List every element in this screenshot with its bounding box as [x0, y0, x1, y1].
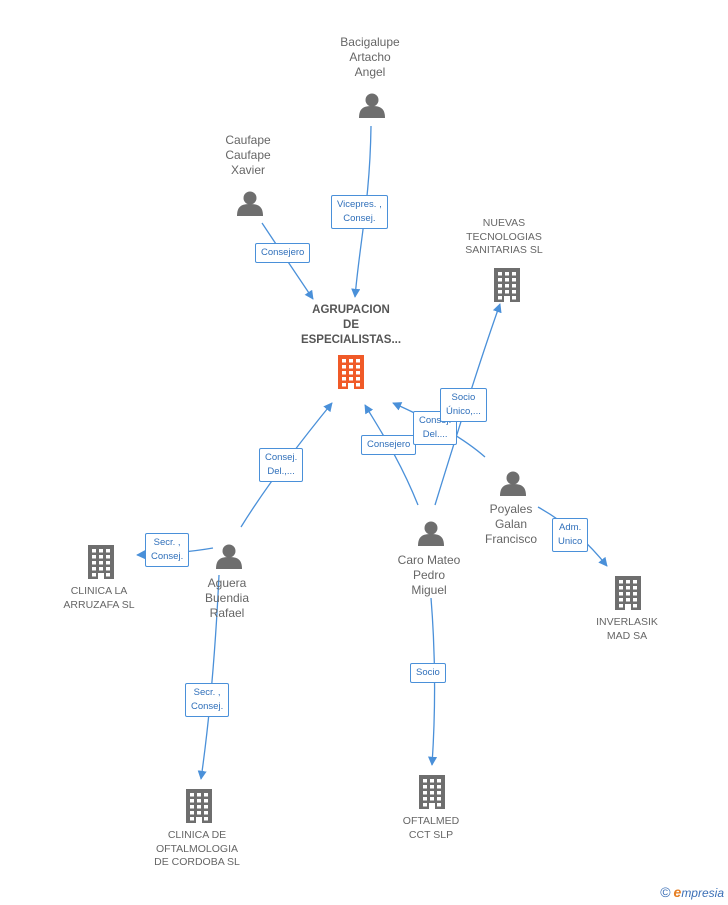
name-line: DE [343, 319, 359, 331]
edge-label-line: Consej. [343, 213, 376, 224]
edge-label-line: Consejero [367, 439, 411, 450]
edge-label-line: Del.... [422, 429, 448, 440]
name-line: CLINICA DE [167, 829, 227, 841]
name-line: Angel [354, 65, 386, 79]
name-line: OFTALMOLOGIA [155, 842, 239, 855]
edge-label-line: Consej. [151, 551, 184, 562]
name-line: CLINICA LA [70, 585, 128, 597]
edge-label[interactable]: Secr. , Consej. [185, 683, 230, 717]
edge-label[interactable]: Consej. Del.... [413, 411, 458, 445]
edge-label-line: Consejero [261, 247, 305, 258]
name-line: Caro Mateo [397, 553, 461, 567]
name-line: TECNOLOGIAS [466, 230, 542, 243]
person-icon[interactable] [418, 521, 444, 547]
brand-initial: e [673, 884, 682, 900]
edge-label-line: Socio [451, 392, 476, 403]
name-line: Bacigalupe [340, 35, 400, 49]
building-icon[interactable] [419, 775, 445, 809]
edge-label-line: Consej. [419, 415, 452, 426]
name-line: SANITARIAS SL [465, 244, 543, 256]
edge-label[interactable]: Vicepres. , Consej. [331, 195, 388, 229]
name-line: Pedro [412, 568, 446, 582]
empresia-logo: ©empresia [660, 884, 724, 900]
edge-label-line: Vicepres. , [337, 199, 382, 210]
edge-label[interactable]: Adm. Unico [552, 518, 589, 552]
name-line: AGRUPACION [312, 304, 390, 316]
name-line: OFTALMED [402, 815, 460, 827]
name-line: Rafael [209, 606, 245, 620]
focus-company-building-icon[interactable] [338, 355, 364, 389]
edge-label-line: Consej. [265, 452, 298, 463]
copyright-icon: © [660, 884, 671, 900]
edge-caro-to-oftalmed [428, 597, 438, 766]
person-icon[interactable] [216, 544, 242, 570]
edge-label[interactable]: Consej. Del.,... [259, 448, 304, 482]
edge-label[interactable]: Secr. , Consej. [145, 533, 190, 567]
person-icon[interactable] [500, 471, 526, 497]
person-icon[interactable] [237, 191, 263, 217]
edge-label-line: Socio [416, 667, 440, 678]
name-line: INVERLASIK [596, 616, 658, 628]
name-line: DE CORDOBA SL [154, 856, 240, 868]
edge-label-line: Adm. [559, 522, 582, 533]
edge-label-line: Consej. [191, 701, 224, 712]
name-line: CCT SLP [408, 828, 454, 841]
building-icon[interactable] [494, 268, 520, 302]
name-line: MAD SA [606, 629, 648, 642]
name-line: Caufape [225, 133, 271, 147]
edge-label[interactable]: Consejero [361, 435, 417, 455]
building-icon[interactable] [186, 789, 212, 823]
name-line: ARRUZAFA SL [63, 598, 135, 611]
company-name[interactable]: AGRUPACION DE ESPECIALISTAS... [301, 303, 401, 348]
edge-label-line: Unico [558, 536, 583, 547]
name-line: Francisco [484, 532, 538, 546]
edge-label[interactable]: Socio [410, 663, 446, 683]
edge-label-line: Del.,... [267, 466, 295, 477]
name-line: Aguera [207, 576, 247, 590]
name-line: ESPECIALISTAS... [300, 334, 402, 346]
person-icon[interactable] [359, 93, 385, 119]
name-line: NUEVAS [482, 217, 526, 229]
edge-caufape-to-agrupacion [261, 222, 314, 300]
brand-name: mpresia [681, 886, 724, 900]
name-line: Xavier [230, 163, 265, 177]
name-line: Artacho [349, 50, 391, 64]
building-icon[interactable] [88, 545, 114, 579]
name-line: Poyales [489, 502, 533, 516]
name-line: Caufape [225, 148, 271, 162]
name-line: Buendia [204, 591, 250, 605]
edge-label-line: Secr. , [153, 537, 181, 548]
edge-caro-to-agrupacion [364, 404, 419, 506]
name-line: Galan [494, 517, 528, 531]
name-line: Miguel [411, 583, 447, 597]
building-icon[interactable] [615, 576, 641, 610]
edge-label[interactable]: Consejero [255, 243, 311, 263]
edge-label-line: Secr. , [193, 687, 221, 698]
edge-label-line: Único,... [446, 406, 481, 417]
